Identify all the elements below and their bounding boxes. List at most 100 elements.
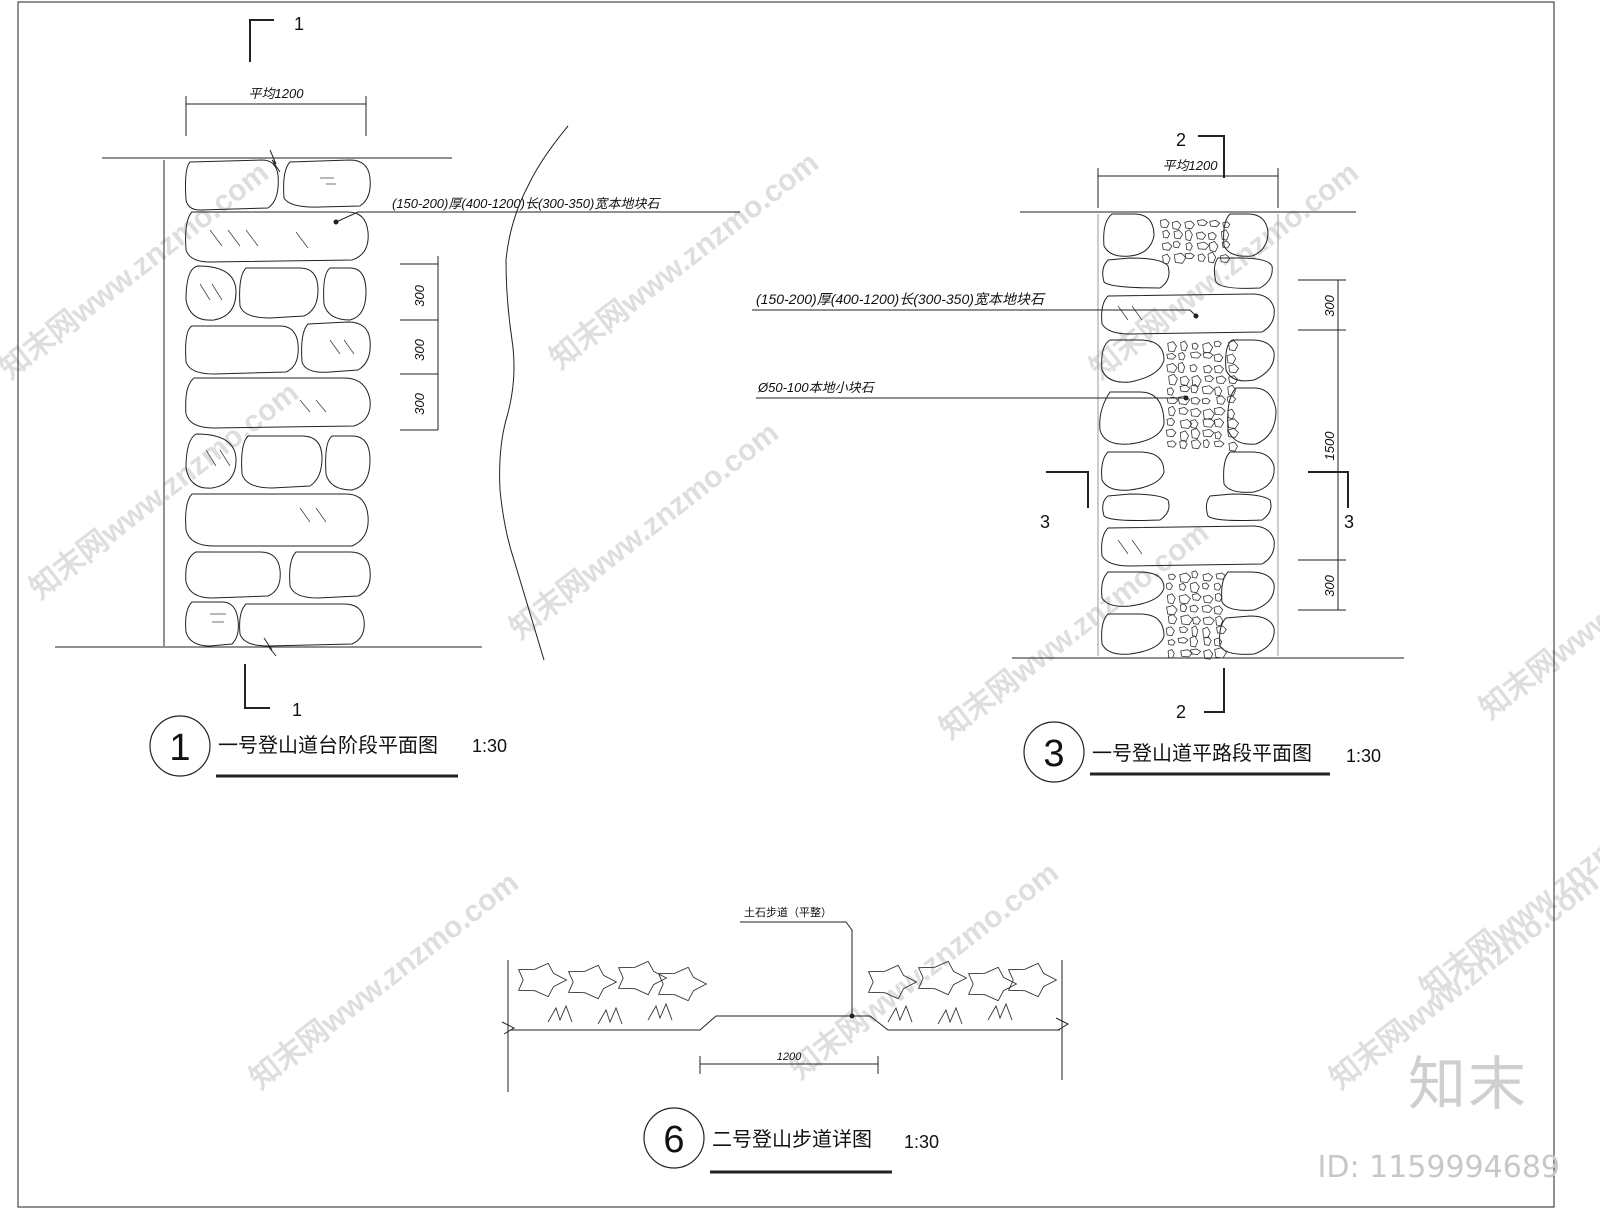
section-mark-bottom [244, 664, 270, 709]
pebble [1202, 342, 1214, 354]
width-dimension-line [699, 1056, 879, 1074]
shrub-symbol [617, 960, 668, 996]
pebble [1196, 241, 1210, 250]
pebble [1202, 408, 1215, 421]
pebble [1201, 397, 1211, 405]
pebble [1202, 626, 1211, 639]
pebble [1191, 625, 1199, 638]
pebble [1220, 229, 1230, 241]
watermark-text: 知末网www.znzmo.com [1414, 776, 1600, 1006]
pebble [1213, 605, 1224, 615]
pebble [1179, 603, 1188, 613]
sheet-border [17, 1, 1555, 1208]
pebble [1179, 384, 1191, 393]
pebble [1179, 582, 1187, 591]
pebble [1190, 427, 1201, 440]
pebble [1214, 431, 1222, 440]
width-dimension-line [1097, 168, 1279, 208]
watermark-text: 知末网www.znzmo.com [1474, 496, 1600, 726]
drawing-3-flat-section-plan: 2 2 3 3 平均1200 [752, 130, 1404, 783]
section-mark-right [1308, 471, 1349, 508]
break-mark-bottom [263, 637, 277, 657]
pebble [1227, 384, 1237, 397]
pebble [1189, 419, 1199, 429]
pebble [1190, 396, 1201, 405]
groundcover-symbol [987, 1002, 1013, 1021]
drawing-title: 一号登山道平路段平面图 [1092, 742, 1312, 765]
groundcover-symbol [647, 1002, 673, 1021]
pebble [1166, 352, 1177, 360]
pebble [1215, 375, 1227, 385]
path-note: 土石步道（平整） [744, 905, 832, 919]
pebble [1191, 439, 1202, 450]
width-dimension-label: 平均1200 [1163, 158, 1219, 173]
width-dimension-line [185, 96, 367, 136]
pebble [1202, 594, 1214, 604]
pebble [1221, 240, 1231, 249]
pebble [1167, 614, 1178, 625]
path-note-leader [740, 921, 853, 1014]
pebble [1179, 375, 1190, 386]
dim-300-bottom: 300 [1322, 574, 1337, 596]
pebble [1166, 396, 1179, 404]
pebble [1207, 251, 1217, 264]
pebble [1226, 395, 1237, 404]
pebble [1179, 626, 1189, 634]
stone-hatching [199, 177, 355, 623]
pebble [1178, 352, 1186, 361]
stone-spec-note: (150-200)厚(400-1200)长(300-350)宽本地块石 [392, 196, 661, 211]
pebble [1207, 231, 1217, 241]
path-edges [1097, 214, 1279, 656]
pebble [1173, 252, 1187, 264]
pebble [1202, 428, 1215, 438]
shrub-symbol [867, 964, 918, 1000]
pebble [1184, 229, 1193, 242]
section-mark-left [1046, 471, 1089, 508]
pebble [1214, 592, 1223, 602]
pebble [1202, 417, 1216, 428]
pebble [1180, 340, 1188, 352]
pebble [1189, 581, 1200, 594]
pebble [1228, 441, 1238, 452]
pebble [1178, 406, 1189, 415]
section-mark-label-right: 3 [1344, 512, 1354, 532]
small-stone-infill [1159, 218, 1240, 660]
pebble [1209, 219, 1221, 228]
pebble [1228, 364, 1240, 374]
pebble [1227, 408, 1236, 420]
pebble [1180, 649, 1193, 658]
pebble [1171, 220, 1182, 230]
detail-number-circle [149, 715, 211, 777]
pebble [1165, 582, 1173, 591]
section-mark-top [249, 19, 274, 62]
shrub-symbol [917, 960, 968, 996]
pebble [1172, 240, 1181, 249]
detail-number: 6 [663, 1119, 684, 1161]
ground-profile-line [510, 1015, 1060, 1031]
pebble [1203, 364, 1213, 374]
pebble [1166, 362, 1178, 373]
pebble [1190, 351, 1202, 359]
break-mark-top [269, 149, 281, 173]
brand-watermark: 知末 [1407, 1050, 1528, 1118]
pebble [1180, 614, 1194, 626]
step-dim-3: 300 [412, 392, 427, 414]
pebble [1166, 417, 1176, 427]
pebble [1196, 231, 1207, 240]
watermark-text: 知末网www.znzmo.com [1084, 156, 1365, 386]
section-mark-label-bottom: 1 [292, 700, 302, 720]
pebble [1203, 636, 1212, 646]
section-mark-bottom [1204, 668, 1225, 713]
pebble [1166, 387, 1175, 396]
watermark-text: 知末网www.znzmo.com [504, 416, 785, 646]
pebble [1216, 395, 1226, 405]
step-dim-2: 300 [412, 338, 427, 360]
pebble [1219, 254, 1231, 263]
pebble [1213, 440, 1225, 448]
stone-courses [185, 159, 371, 647]
pebble [1166, 605, 1178, 616]
section-mark-label-top: 2 [1176, 130, 1186, 150]
terrain-contour-line [499, 125, 569, 661]
shrub-symbol [567, 964, 618, 1000]
pebble [1177, 361, 1186, 374]
